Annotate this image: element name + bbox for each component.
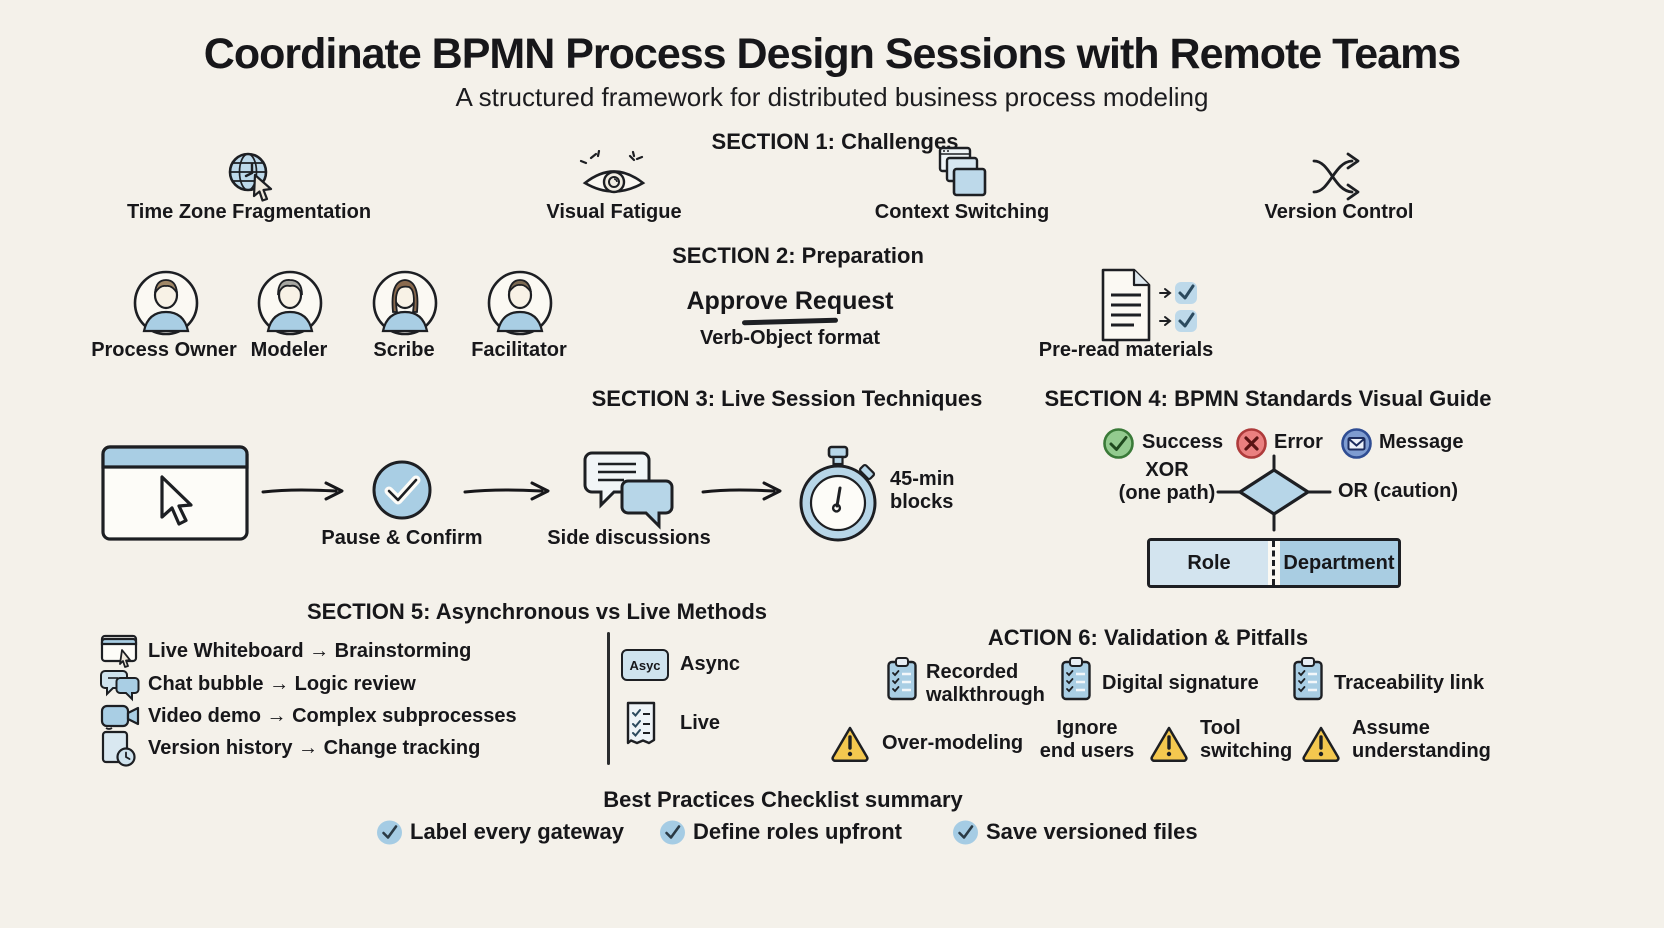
mapping-label: Version history → Change tracking xyxy=(148,737,481,759)
flow-step-label: Side discussions xyxy=(547,527,711,549)
section4-title: SECTION 4: BPMN Standards Visual Guide xyxy=(1044,386,1492,411)
avatar-facilitator-icon xyxy=(485,268,555,338)
role-label: Modeler xyxy=(250,339,328,361)
checklist-item-label: Label every gateway xyxy=(410,819,625,844)
clipboard-checklist-icon xyxy=(1292,656,1324,702)
mapping-label: Chat bubble → Logic review xyxy=(148,673,416,695)
gateway-xor-caption: (one path) xyxy=(1118,482,1216,504)
flow-step-label: 45-min blocks xyxy=(890,468,955,513)
section6-title: ACTION 6: Validation & Pitfalls xyxy=(987,625,1309,650)
gateway-or-label: OR (caution) xyxy=(1338,480,1458,502)
status-label: Error xyxy=(1274,431,1323,453)
section2-title: SECTION 2: Preparation xyxy=(672,243,924,268)
check-ellipse-icon xyxy=(376,819,403,846)
challenge-label: Version Control xyxy=(1264,201,1414,223)
page-subtitle: A structured framework for distributed b… xyxy=(455,82,1209,112)
section1-title: SECTION 1: Challenges xyxy=(711,129,959,154)
clipboard-checklist-icon xyxy=(1060,656,1092,702)
validation-label: Recorded walkthrough xyxy=(926,661,1045,706)
flow-arrow-icon xyxy=(260,478,348,504)
avatar-scribe-icon xyxy=(370,268,440,338)
naming-example-caption: Verb-Object format xyxy=(699,327,881,349)
checklist-doc-icon xyxy=(622,700,660,746)
naming-example-title: Approve Request xyxy=(686,287,894,315)
globe-clock-cursor-icon xyxy=(222,147,280,205)
avatar-modeler-icon xyxy=(255,268,325,338)
pitfall-label: Assume understanding xyxy=(1352,717,1491,762)
success-circle-icon xyxy=(1102,427,1135,460)
mapping-label: Live Whiteboard → Brainstorming xyxy=(148,640,472,662)
stopwatch-icon xyxy=(794,444,884,546)
shared-screen-cursor-icon xyxy=(100,444,250,542)
clipboard-checklist-icon xyxy=(886,656,918,702)
checklist-item-label: Define roles upfront xyxy=(693,819,903,844)
async-badge-icon: Asyc xyxy=(621,649,669,681)
arrows-to-checks-icon xyxy=(1158,280,1204,336)
underline-stroke xyxy=(741,317,839,326)
mode-label: Live xyxy=(680,712,721,734)
check-ellipse-icon xyxy=(659,819,686,846)
mapping-label: Video demo → Complex subprocesses xyxy=(148,705,517,727)
chat-bubble-icon xyxy=(100,668,142,702)
swimlane-bar: Role Department xyxy=(1147,538,1401,588)
role-label: Facilitator xyxy=(471,339,567,361)
status-label: Success xyxy=(1142,431,1224,453)
flow-arrow-icon xyxy=(462,478,554,504)
status-label: Message xyxy=(1379,431,1464,453)
warning-triangle-icon xyxy=(829,724,871,762)
error-circle-icon xyxy=(1235,427,1268,460)
pitfall-label: Ignore end users xyxy=(1039,717,1135,762)
lane-cell: Department xyxy=(1280,541,1398,585)
footer-title: Best Practices Checklist summary xyxy=(603,787,963,812)
pitfall-label: Over-modeling xyxy=(882,732,1024,754)
gateway-diamond-icon xyxy=(1216,450,1332,536)
shuffle-arrows-icon xyxy=(1308,150,1370,204)
section3-title: SECTION 3: Live Session Techniques xyxy=(591,386,983,411)
version-history-icon xyxy=(100,730,142,768)
warning-triangle-icon xyxy=(1300,724,1342,762)
preread-label: Pre-read materials xyxy=(1038,339,1214,361)
challenge-label: Context Switching xyxy=(874,201,1050,223)
validation-label: Digital signature xyxy=(1102,672,1259,694)
validation-label: Traceability link xyxy=(1334,672,1485,694)
mode-label: Async xyxy=(680,653,741,675)
async-badge-text: Asyc xyxy=(629,657,661,673)
page-title: Coordinate BPMN Process Design Sessions … xyxy=(203,30,1461,78)
whiteboard-cursor-icon xyxy=(100,634,142,668)
challenge-label: Visual Fatigue xyxy=(546,201,682,223)
pitfall-label: Tool switching xyxy=(1200,717,1293,762)
vertical-divider xyxy=(607,632,610,765)
message-circle-icon xyxy=(1340,427,1373,460)
gateway-xor-label: XOR xyxy=(1145,459,1189,481)
avatar-process-owner-icon xyxy=(131,268,201,338)
document-checks-icon xyxy=(1096,267,1156,343)
check-circle-icon xyxy=(370,458,434,522)
section5-title: SECTION 5: Asynchronous vs Live Methods xyxy=(306,599,768,624)
flow-arrow-icon xyxy=(700,478,786,504)
lane-cell: Role xyxy=(1150,541,1268,585)
stacked-windows-icon xyxy=(936,145,992,205)
video-camera-icon xyxy=(100,702,142,732)
lane-divider xyxy=(1268,541,1280,585)
tired-eye-icon xyxy=(578,150,650,202)
warning-triangle-icon xyxy=(1148,724,1190,762)
role-label: Scribe xyxy=(373,339,435,361)
checklist-item-label: Save versioned files xyxy=(986,819,1198,844)
role-label: Process Owner xyxy=(91,339,237,361)
check-ellipse-icon xyxy=(952,819,979,846)
challenge-label: Time Zone Fragmentation xyxy=(126,201,372,223)
chat-bubbles-icon xyxy=(576,449,686,533)
flow-step-label: Pause & Confirm xyxy=(321,527,483,549)
